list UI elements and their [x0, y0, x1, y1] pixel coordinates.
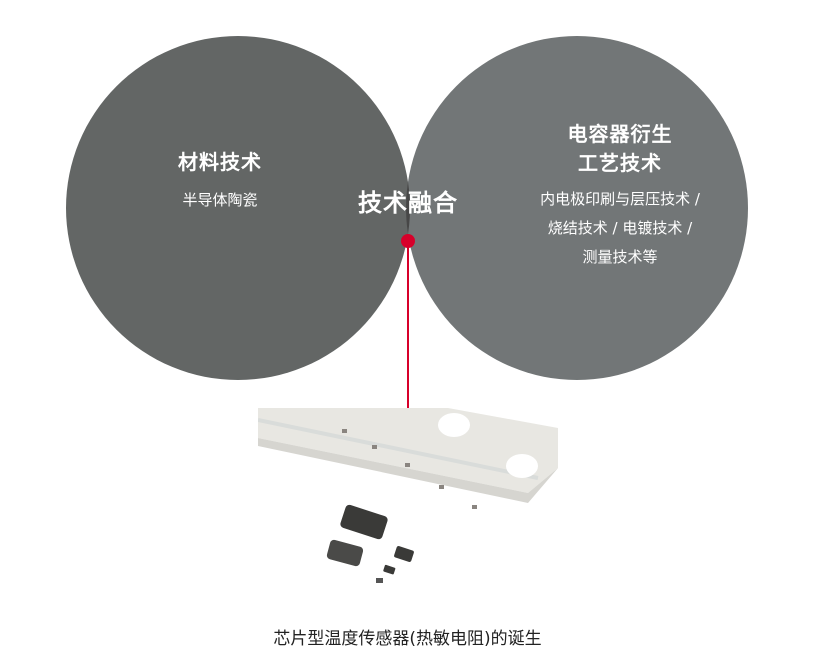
- right-circle: [406, 36, 748, 380]
- caption: 芯片型温度传感器(热敏电阻)的诞生: [273, 629, 542, 649]
- center-title: 技术融合: [358, 189, 458, 217]
- right-line-1: 内电极印刷与层压技术 /: [540, 190, 700, 208]
- right-line-2: 烧结技术 / 电镀技术 /: [547, 219, 693, 237]
- right-title-line1: 电容器衍生: [567, 122, 673, 146]
- left-title: 材料技术: [178, 150, 262, 174]
- chip-components: [326, 504, 414, 583]
- right-title-line2: 工艺技术: [578, 151, 662, 175]
- right-line-3: 测量技术等: [582, 248, 658, 266]
- thermistor-product-image: [258, 408, 558, 583]
- connector-dot: [401, 234, 415, 248]
- left-subtitle: 半导体陶瓷: [182, 191, 258, 209]
- left-circle: [66, 36, 410, 380]
